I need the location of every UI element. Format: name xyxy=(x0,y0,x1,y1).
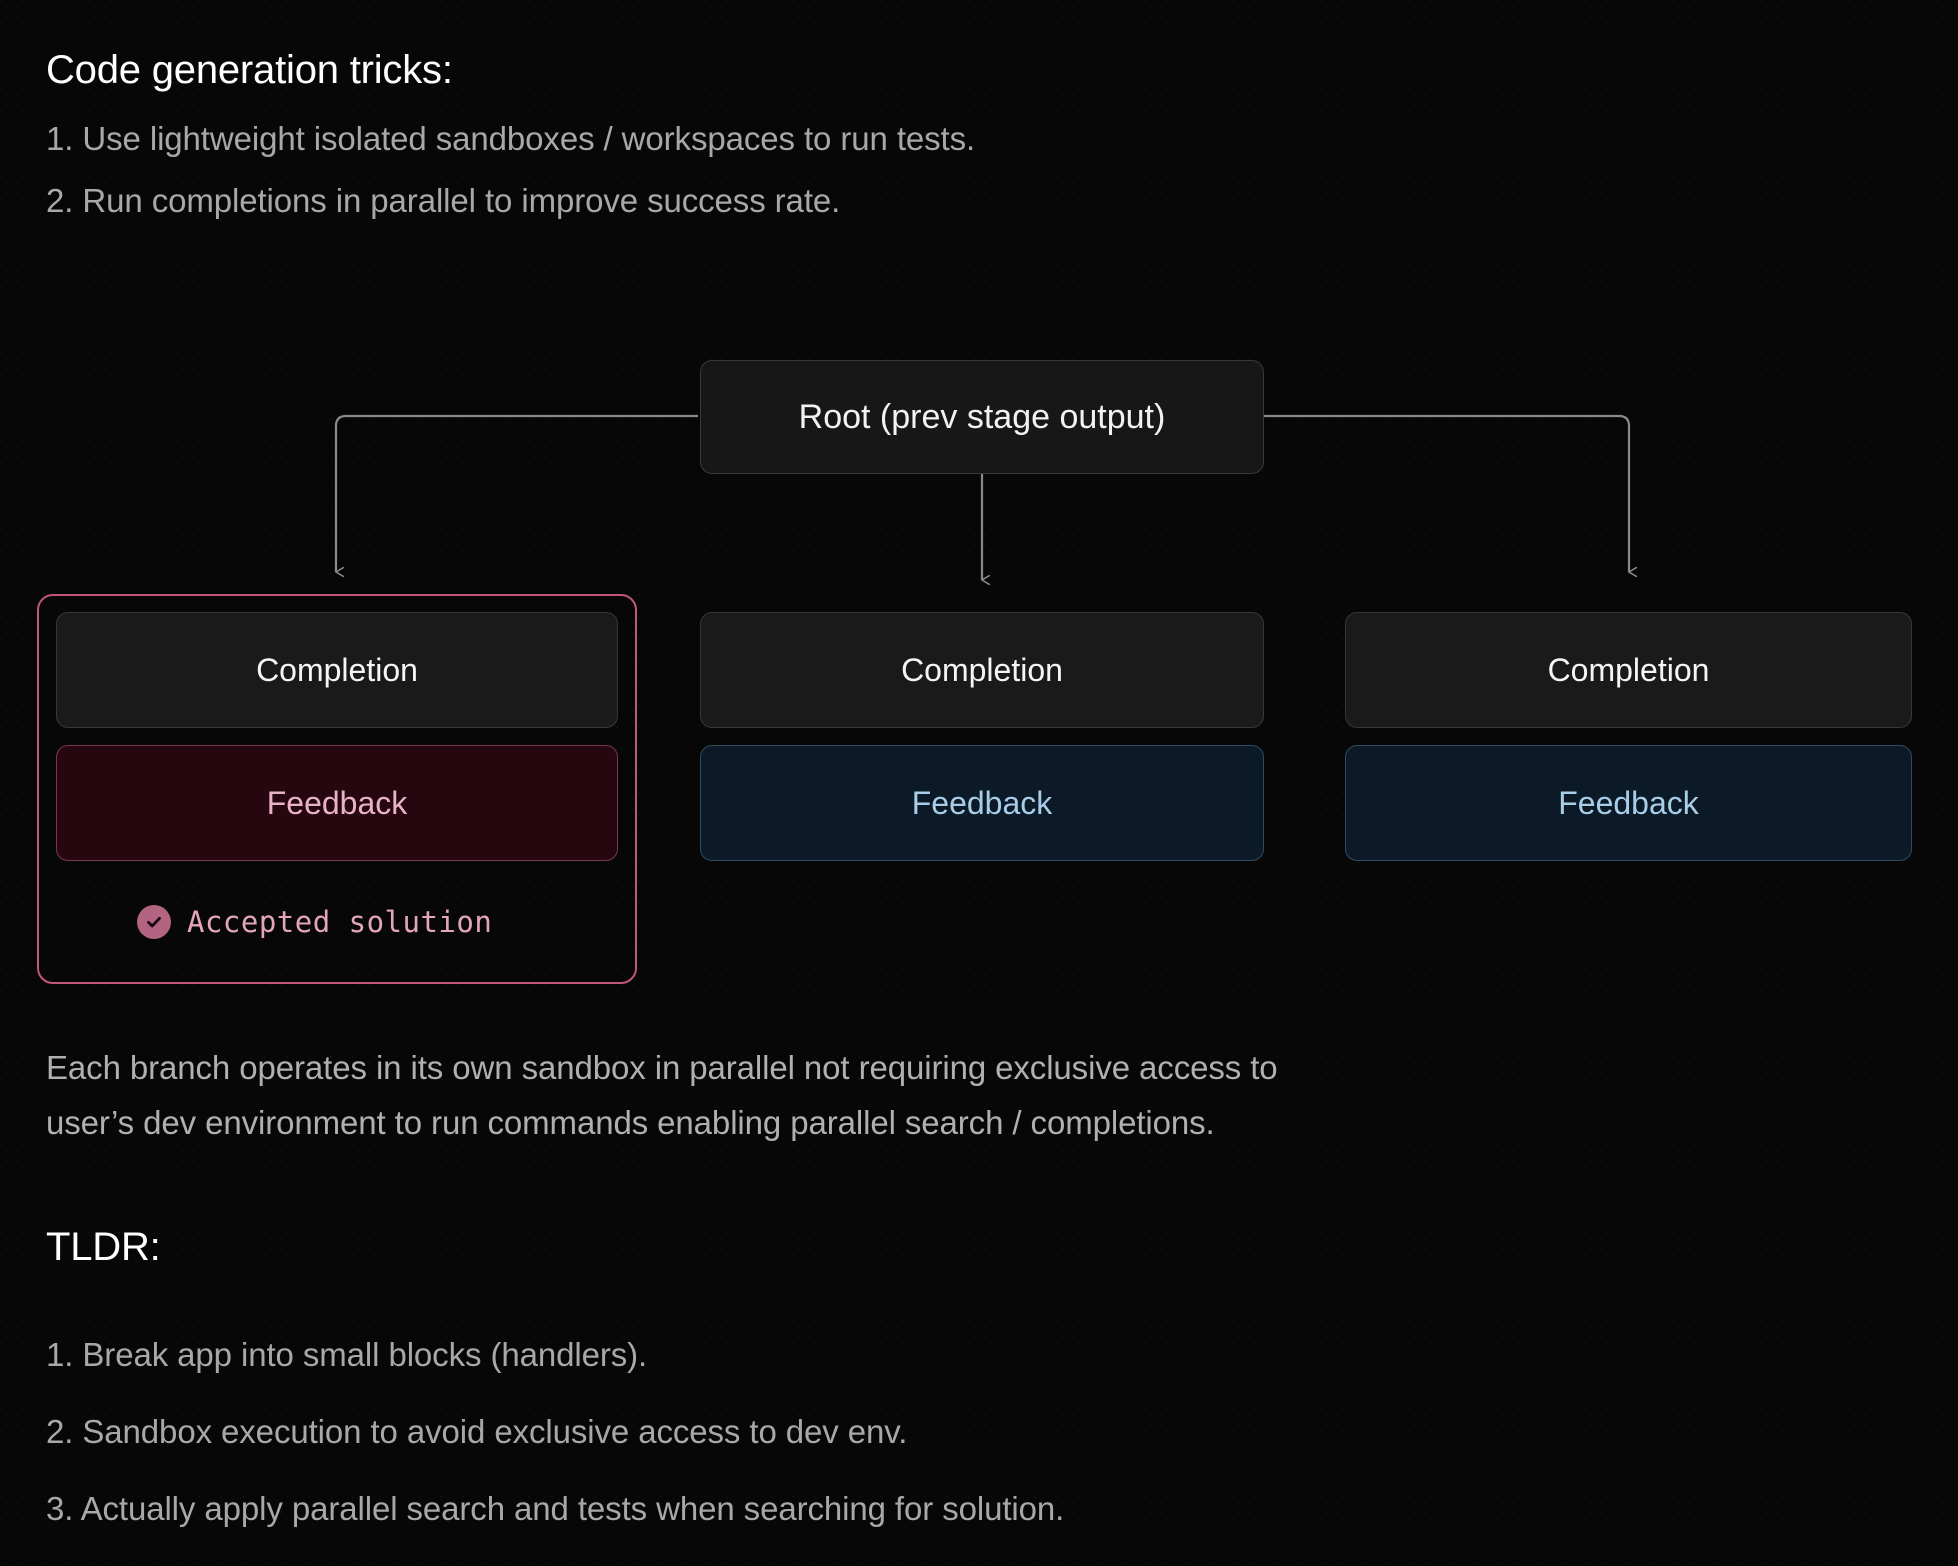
node-branch-3-feedback-label: Feedback xyxy=(1558,784,1699,821)
node-branch-2-feedback-label: Feedback xyxy=(911,784,1053,821)
node-branch-3-completion[interactable]: Completion xyxy=(1345,612,1912,728)
node-branch-1-feedback-label: Feedback xyxy=(266,784,408,821)
accepted-solution-label: Accepted solution xyxy=(187,905,493,939)
tldr-item-1: 1. Break app into small blocks (handlers… xyxy=(46,1336,648,1373)
tricks-item-1: 1. Use lightweight isolated sandboxes / … xyxy=(46,120,976,157)
accepted-branch-highlight-frame[interactable] xyxy=(37,594,637,984)
node-branch-2-feedback[interactable]: Feedback xyxy=(700,745,1264,861)
connector-root-to-branch-1 xyxy=(334,414,698,572)
diagram-caption-line-1: Each branch operates in its own sandbox … xyxy=(46,1049,1278,1086)
node-branch-3-completion-label: Completion xyxy=(1547,651,1710,688)
node-branch-3-feedback[interactable]: Feedback xyxy=(1345,745,1912,861)
node-branch-1-completion[interactable]: Completion xyxy=(56,612,618,728)
connector-root-to-branch-3 xyxy=(1264,414,1629,572)
node-root[interactable]: Root (prev stage output) xyxy=(700,360,1264,474)
check-circle-icon xyxy=(137,905,171,939)
tricks-item-2: 2. Run completions in parallel to improv… xyxy=(46,182,841,219)
diagram-caption: Each branch operates in its own sandbox … xyxy=(46,1040,1666,1150)
node-branch-1-feedback[interactable]: Feedback xyxy=(56,745,618,861)
node-root-label: Root (prev stage output) xyxy=(798,397,1166,436)
code-generation-tricks-heading: Code generation tricks: xyxy=(46,48,453,92)
tldr-item-2: 2. Sandbox execution to avoid exclusive … xyxy=(46,1413,908,1450)
tldr-item-3: 3. Actually apply parallel search and te… xyxy=(46,1490,1065,1527)
diagram-caption-line-2: user’s dev environment to run commands e… xyxy=(46,1104,1215,1141)
tldr-heading: TLDR: xyxy=(46,1225,161,1269)
accepted-solution-status: Accepted solution xyxy=(137,905,492,939)
node-branch-2-completion-label: Completion xyxy=(901,651,1063,688)
node-branch-2-completion[interactable]: Completion xyxy=(700,612,1264,728)
node-branch-1-completion-label: Completion xyxy=(256,651,418,688)
